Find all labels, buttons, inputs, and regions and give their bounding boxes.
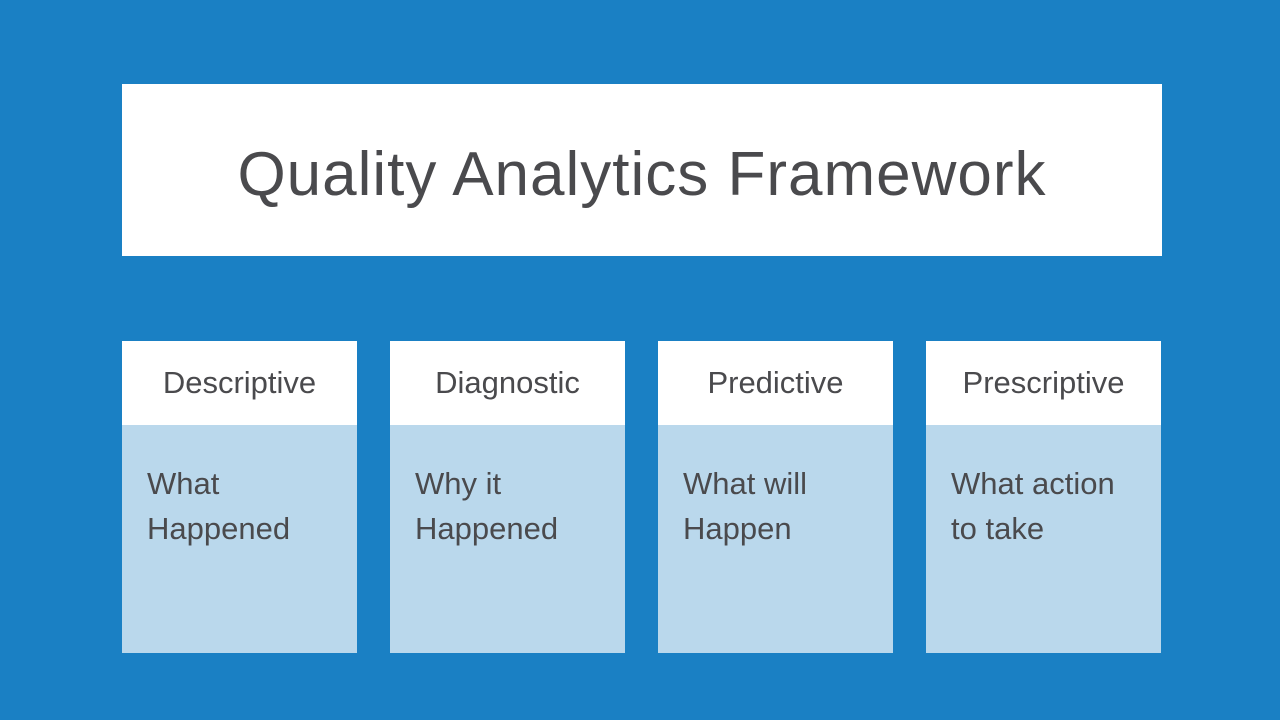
card-prescriptive: Prescriptive What action to take [926, 341, 1161, 653]
card-descriptive-body-line-1: What [147, 466, 220, 501]
slide-title: Quality Analytics Framework [237, 139, 1047, 209]
card-descriptive: Descriptive What Happened [122, 341, 357, 653]
card-prescriptive-body-line-1: What action [951, 466, 1115, 501]
card-prescriptive-body-line-2: to take [951, 511, 1045, 546]
card-diagnostic-body-line-2: Happened [415, 511, 559, 546]
card-diagnostic: Diagnostic Why it Happened [390, 341, 625, 653]
analytics-cards-row: Descriptive What Happened Diagnostic Why… [122, 341, 1161, 653]
card-diagnostic-header: Diagnostic [390, 341, 625, 425]
card-descriptive-body: What Happened [122, 425, 357, 653]
card-prescriptive-header: Prescriptive [926, 341, 1161, 425]
card-descriptive-body-line-2: Happened [147, 511, 291, 546]
card-predictive-body: What will Happen [658, 425, 893, 653]
card-predictive-body-line-1: What will [683, 466, 808, 501]
card-predictive-body-line-2: Happen [683, 511, 792, 546]
card-predictive: Predictive What will Happen [658, 341, 893, 653]
card-diagnostic-body-line-1: Why it [415, 466, 502, 501]
card-predictive-header: Predictive [658, 341, 893, 425]
card-prescriptive-body: What action to take [926, 425, 1161, 653]
title-panel: Quality Analytics Framework [122, 84, 1162, 256]
card-diagnostic-body: Why it Happened [390, 425, 625, 653]
card-descriptive-header: Descriptive [122, 341, 357, 425]
